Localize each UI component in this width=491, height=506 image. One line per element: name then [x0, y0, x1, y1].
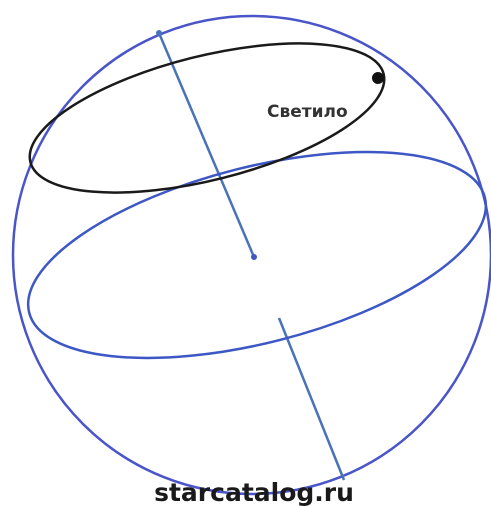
celestial-body-dot [372, 72, 384, 84]
world-axis-upper [159, 33, 254, 257]
celestial-equator [8, 112, 491, 398]
north-celestial-pole-point [156, 30, 162, 36]
world-axis-lower [279, 318, 344, 480]
celestial-body-label: Светило [267, 102, 348, 122]
sphere-center-point [251, 254, 257, 260]
site-watermark: starcatalog.ru [154, 478, 354, 506]
